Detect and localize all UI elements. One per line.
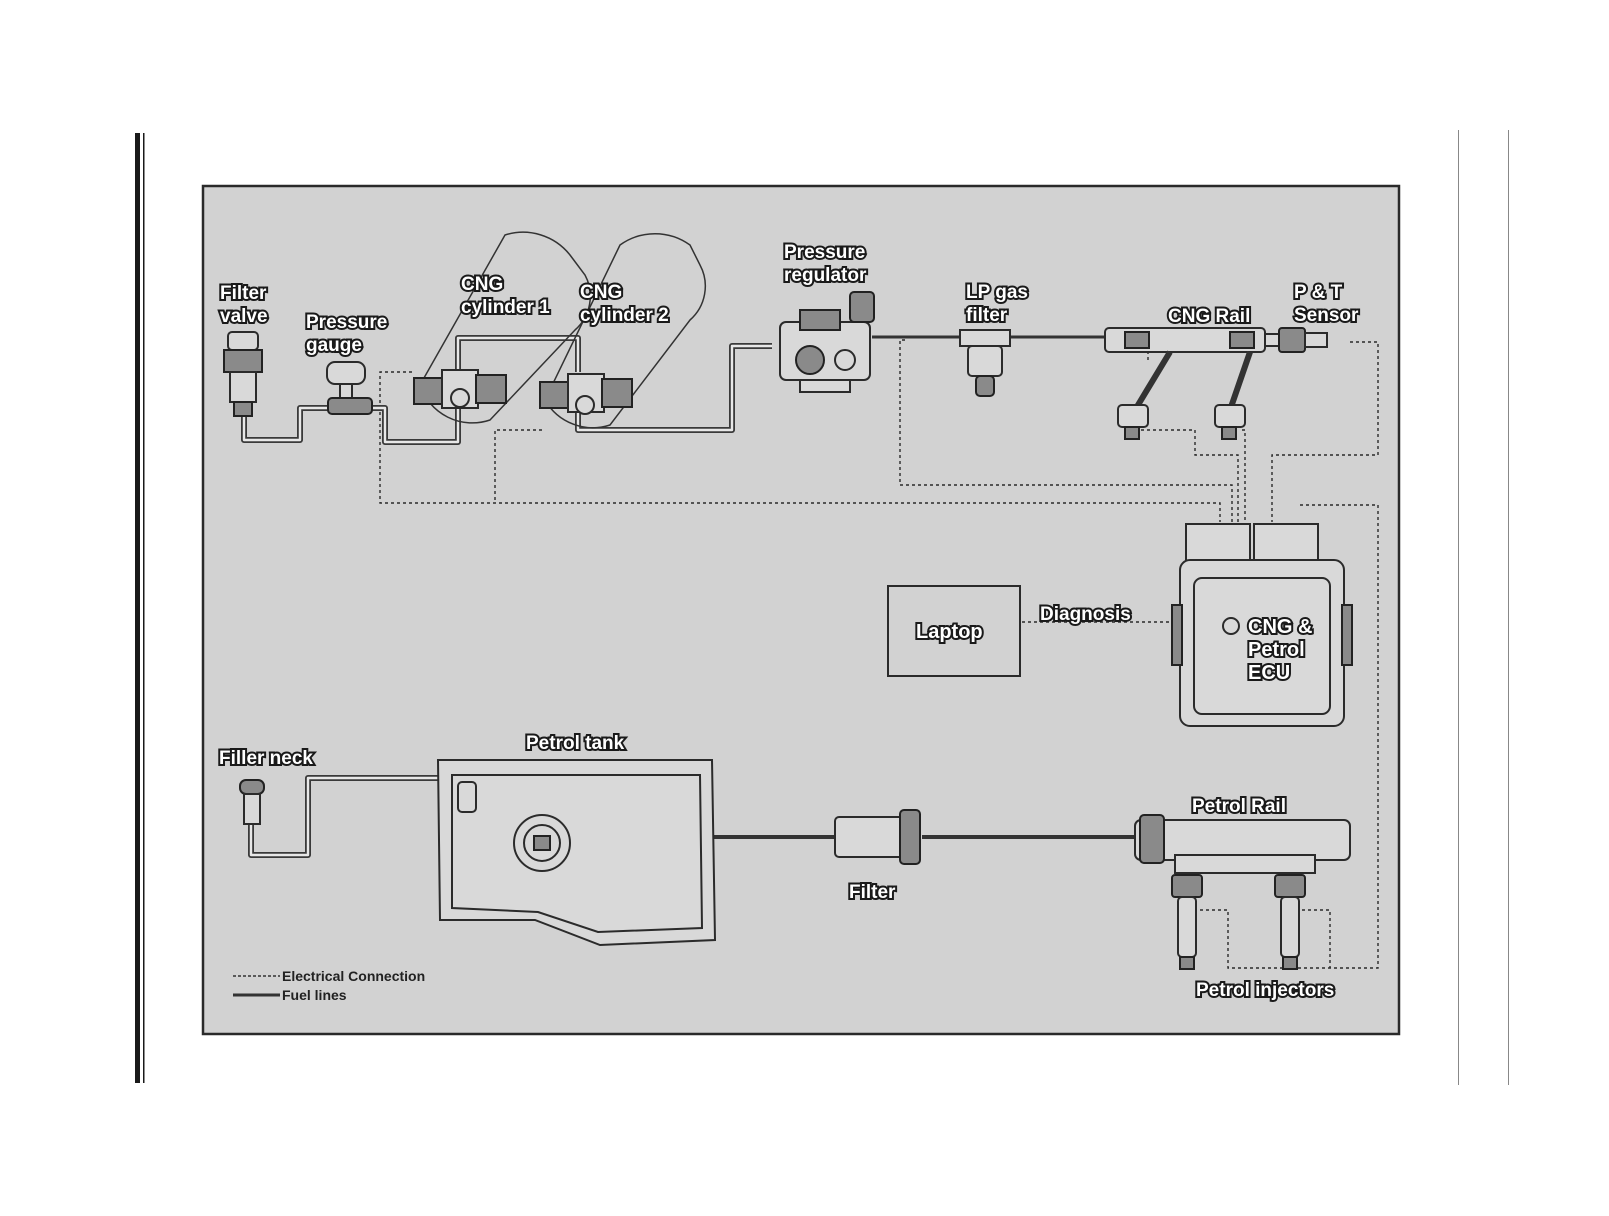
legend-electrical-label: Electrical Connection <box>282 968 425 984</box>
pressure-regulator <box>779 291 875 393</box>
petrol-tank <box>436 759 717 947</box>
label-cng-cylinder-1-a: CNG <box>461 274 503 295</box>
ecu <box>1171 523 1353 727</box>
label-petrol-rail: Petrol Rail <box>1192 796 1286 817</box>
label-ecu-2: Petrol <box>1248 639 1305 661</box>
label-cng-cylinder-2-a: CNG <box>580 282 622 303</box>
cng-cylinder-2 <box>544 232 707 429</box>
fuel-lines <box>241 335 1135 858</box>
label-cng-rail: CNG Rail <box>1168 306 1250 327</box>
label-filter-valve-1: Filter <box>220 283 267 304</box>
laptop-box <box>887 585 1021 677</box>
petrol-rail <box>1134 814 1351 874</box>
lp-gas-filter <box>959 329 1011 397</box>
label-filler-neck: Filler neck <box>219 748 313 769</box>
label-cng-cylinder-2-b: cylinder 2 <box>580 305 669 326</box>
label-pressure-gauge-1: Pressure <box>306 312 387 333</box>
page-rules <box>135 130 1509 1085</box>
filler-neck <box>239 779 265 825</box>
label-filter: Filter <box>849 882 896 903</box>
label-pt-sensor-1: P & T <box>1294 282 1343 303</box>
pressure-gauge <box>326 361 373 415</box>
label-pressure-regulator-1: Pressure <box>784 242 865 263</box>
petrol-injector-1 <box>1171 874 1203 970</box>
label-pressure-regulator-2: regulator <box>784 265 867 286</box>
label-lp-gas-filter-2: filter <box>966 305 1008 326</box>
label-filter-valve-2: valve <box>220 306 268 327</box>
label-petrol-injectors: Petrol injectors <box>1196 980 1334 1001</box>
cylinder-2-valve <box>539 373 633 415</box>
label-pt-sensor-2: Sensor <box>1294 305 1359 326</box>
cng-injector-1 <box>1117 350 1173 440</box>
cng-injector-2 <box>1214 351 1253 440</box>
legend-fuel-label: Fuel lines <box>282 987 347 1003</box>
label-ecu-3: ECU <box>1248 662 1290 684</box>
label-lp-gas-filter-1: LP gas <box>966 282 1028 303</box>
cylinder-1-valve <box>413 369 507 409</box>
legend: Electrical Connection Fuel lines <box>233 968 425 1003</box>
label-pressure-gauge-2: gauge <box>306 335 362 356</box>
cng-rail <box>1104 327 1266 353</box>
label-petrol-tank: Petrol tank <box>526 733 625 754</box>
component-labels: Filter valve Pressure gauge CNG cylinder… <box>217 240 1361 1003</box>
label-cng-cylinder-1-b: cylinder 1 <box>461 297 550 318</box>
petrol-injector-2 <box>1274 874 1306 970</box>
label-diagnosis: Diagnosis <box>1040 604 1131 625</box>
pt-sensor <box>1264 327 1328 353</box>
label-laptop: Laptop <box>916 621 983 643</box>
filter-valve <box>223 331 263 417</box>
petrol-filter <box>834 809 921 865</box>
label-ecu-1: CNG & <box>1248 616 1312 638</box>
